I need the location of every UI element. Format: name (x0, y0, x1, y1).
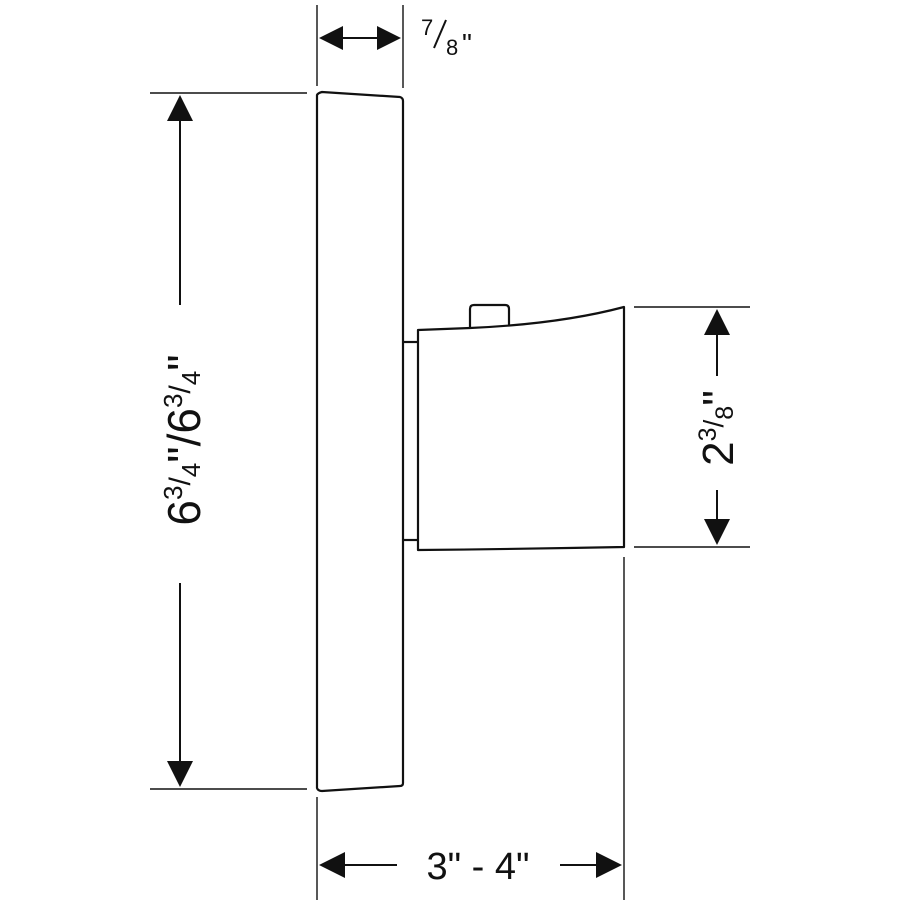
projection-arrow-right (596, 852, 622, 878)
dimension-lines (179, 37, 718, 866)
plate-height-b-num: 3 (158, 394, 188, 408)
depth-fraction-bar (433, 19, 447, 49)
depth-arrow-right (377, 26, 401, 50)
handle-height-whole: 2 (694, 441, 743, 465)
depth-inch-mark: " (462, 28, 472, 59)
depth-dimension-label: 7 8 " (421, 15, 472, 60)
trim-outline (315, 90, 626, 793)
handle-height-inch-mark: " (694, 390, 743, 406)
arrowheads (167, 26, 730, 878)
depth-arrow-left (319, 26, 343, 50)
trim-plate (315, 90, 405, 793)
plate-height-b-whole: 6 (158, 408, 210, 434)
plate-height-a-whole: 6 (158, 500, 210, 526)
plate-height-separator: "/ (158, 433, 210, 462)
handle-height-label: 23/8" (694, 390, 743, 466)
projection-arrow-left (319, 852, 345, 878)
plate-height-text: 63/4"/63/4" (158, 354, 210, 525)
plate-height-inch-mark: " (158, 354, 210, 370)
plate-height-label: 63/4"/63/4" (158, 354, 210, 525)
plate-height-arrow-bottom (167, 761, 193, 787)
extension-lines (150, 5, 750, 900)
handle-height-arrow-bottom (704, 519, 730, 545)
handle-height-arrow-top (704, 309, 730, 335)
plate-height-a-slash: / (164, 477, 197, 486)
depth-denominator: 8 (446, 35, 458, 60)
handle-button (468, 303, 511, 328)
handle-height-slash: / (698, 419, 729, 427)
handle-height-den: 8 (711, 406, 739, 420)
plate-height-b-slash: / (164, 385, 197, 394)
depth-numerator: 7 (421, 15, 433, 40)
plate-height-arrow-top (167, 95, 193, 121)
handle-body (416, 305, 626, 552)
plate-height-a-den: 4 (176, 463, 206, 477)
plate-height-a-num: 3 (158, 486, 188, 500)
handle-height-num: 3 (694, 427, 722, 441)
plate-height-b-den: 4 (176, 371, 206, 385)
projection-label: 3" - 4" (426, 846, 529, 888)
handle-height-text: 23/8" (694, 390, 743, 466)
